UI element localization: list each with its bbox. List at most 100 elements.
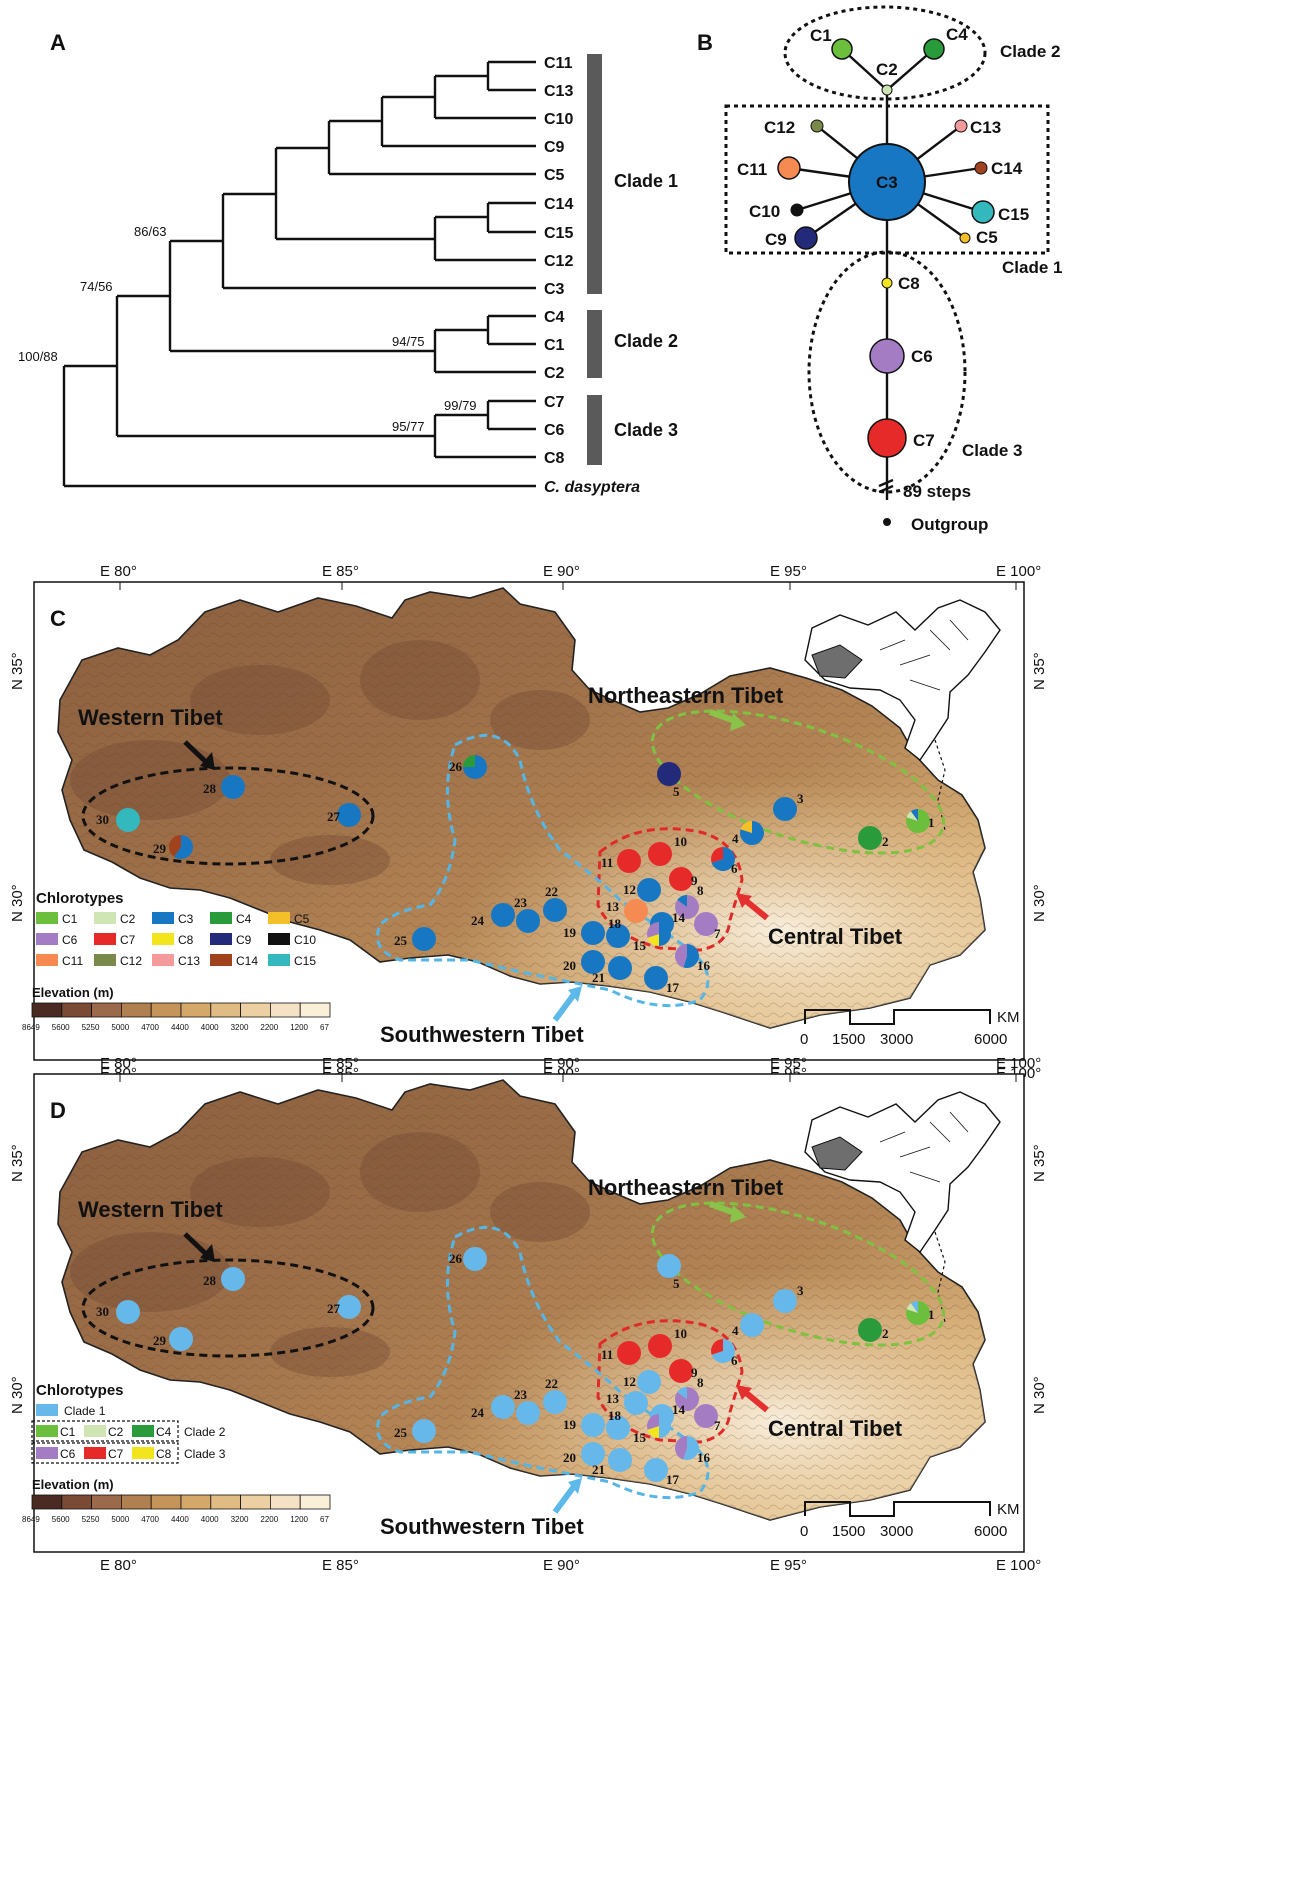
lat-tick-left: N 30° — [9, 1376, 26, 1414]
northeastern-tibet-label: Northeastern Tibet — [588, 1175, 784, 1200]
site-marker — [906, 809, 931, 834]
lon-tick-top: E 90° — [543, 563, 580, 580]
site-number: 13 — [606, 1391, 620, 1406]
site-dot — [543, 1390, 567, 1414]
site-number: 11 — [601, 1347, 613, 1362]
site-marker — [624, 1391, 648, 1415]
western-arrow — [183, 740, 208, 764]
central-arrowhead — [736, 893, 752, 908]
site-marker — [644, 966, 668, 990]
elevation-tick: 1200 — [290, 1023, 308, 1032]
lon-tick-bottom: E 90° — [543, 1557, 580, 1574]
legend-swatch — [36, 1447, 58, 1459]
site-number: 19 — [563, 1417, 577, 1432]
elevation-tick: 5000 — [111, 1515, 129, 1524]
node-label: C11 — [737, 160, 767, 179]
site-marker — [581, 921, 605, 945]
panel-letter: C — [50, 606, 66, 631]
site-marker — [337, 1295, 361, 1319]
site-marker — [624, 899, 648, 923]
site-number: 22 — [545, 884, 558, 899]
site-dot — [644, 966, 668, 990]
central-region — [596, 1319, 744, 1444]
network-nodes — [777, 38, 995, 526]
site-number: 24 — [471, 913, 485, 928]
site-marker — [491, 903, 515, 927]
site-dot — [606, 1416, 630, 1440]
lon-tick-top: E 80° — [100, 563, 137, 580]
site-dot — [773, 1289, 797, 1313]
elevation-tick: 1200 — [290, 1515, 308, 1524]
site-dot — [694, 1404, 718, 1428]
site-dot — [669, 867, 693, 891]
node-c11 — [777, 156, 801, 180]
elevation-swatch — [180, 1494, 212, 1510]
site-number: 27 — [327, 809, 341, 824]
site-number: 22 — [545, 1376, 558, 1391]
region-outlines — [81, 1201, 946, 1500]
legend-label: C3 — [178, 912, 194, 926]
site-number: 4 — [732, 1323, 739, 1338]
highland-patch — [360, 640, 480, 720]
tip-label: C2 — [544, 365, 565, 382]
legend-swatch — [268, 933, 290, 945]
site-number: 9 — [691, 1365, 698, 1380]
lat-tick-right: N 30° — [1031, 1376, 1048, 1414]
site-dot — [617, 1341, 641, 1365]
site-dot — [116, 808, 140, 832]
site-dot — [221, 775, 245, 799]
site-marker — [647, 1414, 671, 1438]
elevation-swatch — [269, 1494, 301, 1510]
site-marker — [675, 944, 700, 969]
clade3-outline — [807, 250, 967, 494]
clade2-legend-label: Clade 2 — [184, 1425, 226, 1439]
bootstrap-values: 100/88 74/56 86/63 94/75 95/77 99/79 — [18, 224, 477, 434]
node-outgroup — [883, 518, 891, 526]
elevation-tick: 5000 — [111, 1023, 129, 1032]
site-number: 20 — [563, 958, 576, 973]
site-marker — [858, 826, 882, 850]
node-c1 — [831, 38, 853, 60]
southwestern-arrowhead — [568, 986, 582, 1002]
elevation-swatch — [91, 1494, 122, 1510]
site-marker — [169, 834, 194, 859]
elevation-swatch — [31, 1002, 63, 1018]
site-marker — [337, 803, 361, 827]
legend-swatch — [152, 933, 174, 945]
lon-tick-bottom: E 95° — [770, 1557, 807, 1574]
legend-title: Chlorotypes — [36, 890, 124, 907]
site-dot — [669, 1359, 693, 1383]
clade1-label: Clade 1 — [614, 171, 678, 191]
site-dot — [694, 912, 718, 936]
lon-tick-top: E 85° — [322, 563, 359, 580]
site-number: 8 — [697, 1375, 704, 1390]
site-dot — [491, 1395, 515, 1419]
legend-label: C4 — [236, 912, 252, 926]
site-marker — [617, 849, 641, 873]
elevation-tick: 4000 — [201, 1023, 219, 1032]
site-number: 20 — [563, 1450, 576, 1465]
elevation-swatch — [61, 1494, 92, 1510]
elevation-tick: 4400 — [171, 1515, 189, 1524]
node-c9 — [794, 226, 818, 250]
pie-slice — [906, 1301, 931, 1326]
legend-swatch — [36, 1404, 58, 1416]
southwestern-region — [376, 1225, 710, 1500]
site-dot — [516, 909, 540, 933]
western-arrow — [183, 1232, 208, 1256]
site-number: 17 — [666, 980, 680, 995]
lon-tick-top: E 90° — [543, 1055, 580, 1072]
tip-label: C1 — [544, 337, 565, 354]
node-label: C9 — [765, 230, 787, 249]
site-marker — [581, 1442, 605, 1466]
legend-swatch — [84, 1447, 106, 1459]
site-marker — [906, 1301, 931, 1326]
elevation-swatch — [299, 1494, 331, 1510]
legend-label: C4 — [156, 1425, 172, 1439]
site-dot — [648, 842, 672, 866]
site-number: 23 — [514, 895, 528, 910]
pie-slice — [711, 847, 736, 871]
site-marker — [221, 775, 245, 799]
site-dot — [858, 1318, 882, 1342]
